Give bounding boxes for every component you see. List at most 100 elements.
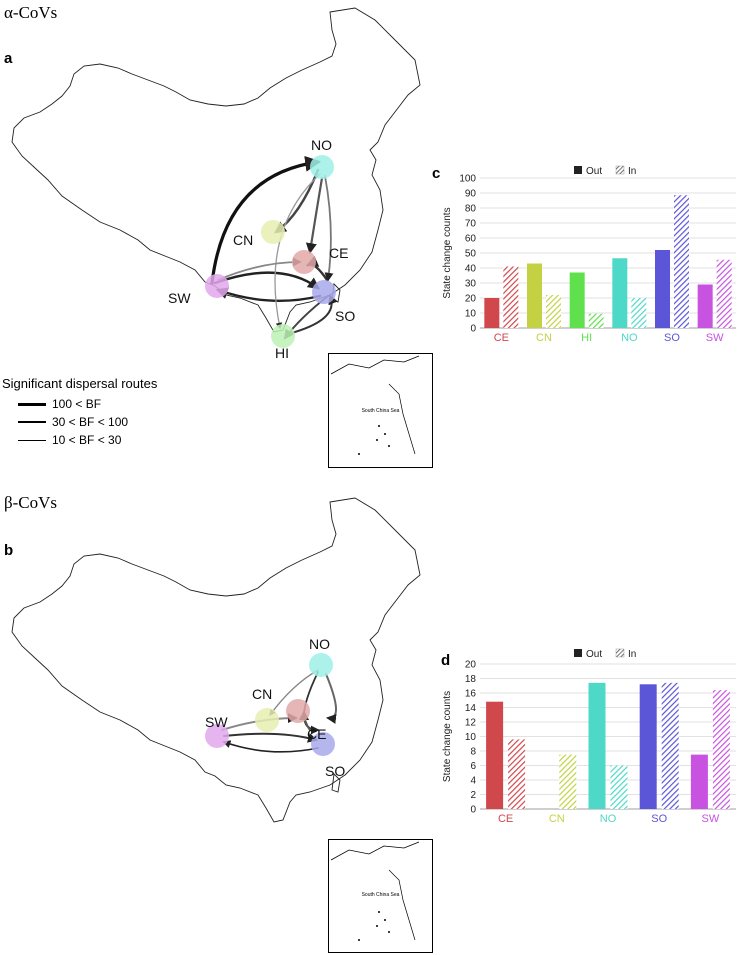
node-NO (310, 155, 334, 179)
y-tick-label: 40 (465, 264, 477, 275)
node-SW (205, 724, 229, 748)
x-tick-label: SW (702, 813, 720, 825)
legend-label-in: In (628, 649, 636, 660)
bar-out-HI (569, 272, 585, 328)
bar-in-NO (610, 765, 628, 809)
label-CN: CN (233, 232, 253, 248)
x-tick-label: HI (581, 332, 592, 344)
bar-out-CN (527, 263, 542, 328)
legend-swatch-in (615, 165, 625, 175)
x-tick-label: CN (536, 332, 552, 344)
bar-in-NO (631, 298, 647, 328)
panel-letter-b: b (4, 542, 14, 559)
label-NO: NO (309, 636, 330, 652)
y-tick-label: 14 (465, 703, 477, 714)
label-NO: NO (311, 137, 332, 153)
bar-in-HI (588, 313, 604, 328)
x-tick-label: CN (549, 813, 565, 825)
legend-label-out: Out (586, 166, 602, 177)
bar-out-NO (588, 682, 606, 809)
dispersal-legend: Significant dispersal routes 100 < BF 30… (2, 376, 202, 449)
bar-in-SW (716, 259, 732, 328)
bar-out-SW (697, 284, 713, 328)
y-tick-label: 12 (465, 718, 477, 729)
y-tick-label: 70 (465, 219, 477, 230)
legend-line-thick (18, 402, 46, 406)
x-tick-label: NO (621, 332, 638, 344)
y-tick-label: 6 (470, 761, 476, 772)
node-CN (255, 708, 279, 732)
bar-out-CE (486, 701, 504, 809)
y-tick-label: 2 (470, 790, 476, 801)
y-tick-label: 80 (465, 204, 477, 215)
y-axis-label: State change counts (442, 691, 453, 782)
y-tick-label: 10 (465, 309, 477, 320)
y-tick-label: 0 (470, 805, 476, 816)
node-SW (205, 274, 229, 298)
y-tick-label: 90 (465, 189, 477, 200)
panel-letter-c: c (432, 165, 441, 182)
node-CN (261, 220, 285, 244)
bar-out-SO (639, 684, 657, 809)
legend-swatch-in (615, 648, 625, 658)
y-tick-label: 20 (465, 294, 477, 305)
y-axis-label: State change counts (442, 207, 453, 298)
legend-swatch-out (574, 166, 582, 174)
node-CE (286, 699, 310, 723)
y-tick-label: 18 (465, 674, 477, 685)
label-SO: SO (335, 308, 355, 324)
legend-item: 30 < BF < 100 (2, 413, 202, 431)
legend-label-in: In (628, 166, 636, 177)
y-tick-label: 50 (465, 249, 477, 260)
inset-label-b: South China Sea (361, 892, 400, 898)
bar-in-CN (546, 295, 561, 328)
legend-line-medium (18, 421, 46, 423)
alpha-map: NO CN CE SW SO HI (11, 7, 421, 360)
node-HI (271, 324, 295, 348)
bar-out-SO (655, 250, 670, 328)
y-tick-label: 100 (459, 174, 476, 185)
bar-in-SO (661, 682, 679, 809)
legend-item: 100 < BF (2, 395, 202, 413)
y-tick-label: 20 (465, 660, 477, 671)
panel-letter-a: a (4, 50, 13, 67)
y-tick-label: 4 (470, 776, 476, 787)
china-outline (11, 7, 421, 333)
label-CN: CN (252, 686, 272, 702)
legend-swatch-out (574, 649, 582, 657)
label-CE: CE (329, 245, 348, 261)
label-SO: SO (325, 763, 345, 779)
panel-letter-d: d (441, 652, 451, 669)
x-tick-label: SO (664, 332, 680, 344)
bar-in-CN (559, 754, 577, 809)
bar-in-CE (508, 739, 526, 809)
bar-in-SO (674, 195, 689, 328)
label-HI: HI (275, 345, 289, 360)
label-CE: CE (307, 726, 326, 742)
legend-label-out: Out (586, 649, 602, 660)
node-SO (311, 732, 335, 756)
beta-map: NO CN CE SW SO (11, 497, 421, 823)
label-SW: SW (168, 290, 191, 306)
bar-out-CE (484, 298, 500, 328)
inset-map-a: South China Sea (328, 353, 433, 468)
node-CE (292, 250, 316, 274)
x-tick-label: SW (706, 332, 724, 344)
y-tick-label: 10 (465, 732, 477, 743)
x-tick-label: NO (600, 813, 617, 825)
legend-title: Significant dispersal routes (2, 376, 158, 391)
legend-line-thin (18, 439, 46, 441)
y-tick-label: 8 (470, 747, 476, 758)
china-outline (11, 497, 421, 823)
x-tick-label: CE (494, 332, 509, 344)
y-tick-label: 0 (470, 324, 476, 335)
y-tick-label: 60 (465, 234, 477, 245)
alpha-section-title: α-CoVs (4, 3, 58, 22)
beta-section-title: β-CoVs (4, 493, 58, 512)
x-tick-label: SO (651, 813, 667, 825)
node-SO (312, 280, 336, 304)
bar-in-SW (712, 690, 730, 809)
y-tick-label: 16 (465, 689, 477, 700)
